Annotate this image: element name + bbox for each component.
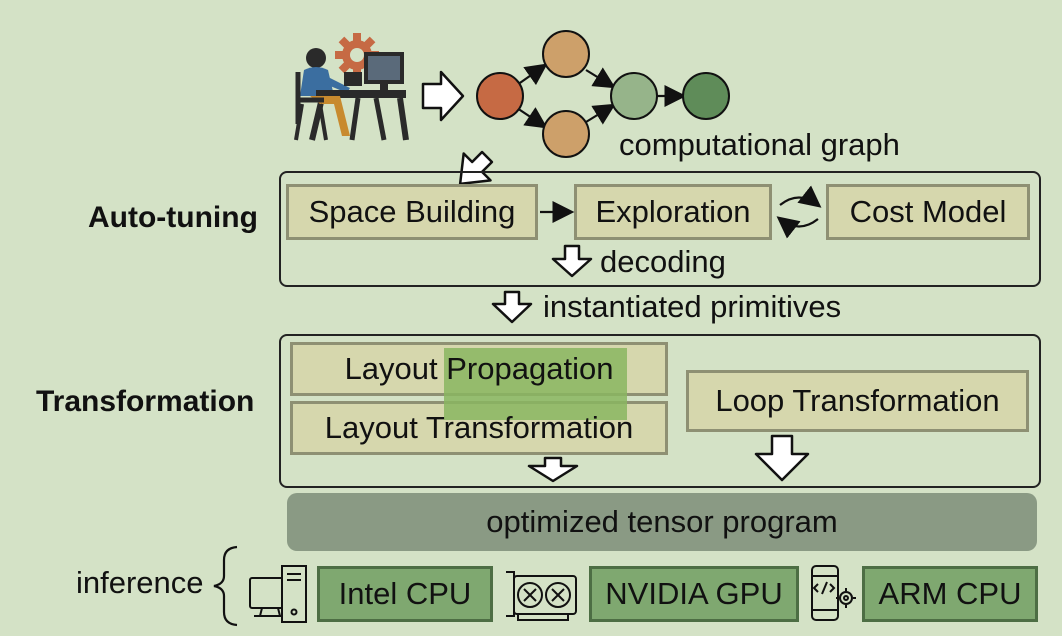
loop-transformation-box: Loop Transformation bbox=[686, 370, 1029, 432]
developer-at-desk-icon bbox=[294, 33, 409, 141]
optimized-tensor-program-bar: optimized tensor program bbox=[287, 493, 1037, 551]
graph-node bbox=[542, 30, 590, 78]
autotuning-panel bbox=[279, 171, 1041, 287]
graph-node bbox=[476, 72, 524, 120]
transformation-panel bbox=[279, 334, 1041, 488]
graph-edges bbox=[516, 63, 687, 129]
highlight-overlay bbox=[444, 348, 627, 420]
instantiated-primitives-label: instantiated primitives bbox=[543, 289, 842, 324]
graph-node bbox=[682, 72, 730, 120]
graph-node bbox=[542, 110, 590, 158]
autotuning-label: Auto-tuning bbox=[88, 201, 258, 234]
transformation-label: Transformation bbox=[36, 385, 255, 418]
exploration-box: Exploration bbox=[574, 184, 772, 240]
arm-cpu-box: ARM CPU bbox=[862, 566, 1038, 622]
space-building-box: Space Building bbox=[286, 184, 538, 240]
cost-model-box: Cost Model bbox=[826, 184, 1030, 240]
hollow-arrow-down-left-icon bbox=[458, 150, 494, 186]
intel-cpu-box: Intel CPU bbox=[317, 566, 493, 622]
graph-caption: computational graph bbox=[619, 127, 900, 162]
layout-propagation-label: Layout Propagation bbox=[344, 351, 614, 386]
nvidia-gpu-box: NVIDIA GPU bbox=[589, 566, 799, 622]
graph-node bbox=[610, 72, 658, 120]
inference-label: inference bbox=[76, 565, 204, 600]
decoding-label: decoding bbox=[600, 244, 726, 279]
hollow-arrow-right-icon bbox=[421, 70, 465, 122]
layout-transformation-label: Layout Transformation bbox=[324, 410, 634, 445]
